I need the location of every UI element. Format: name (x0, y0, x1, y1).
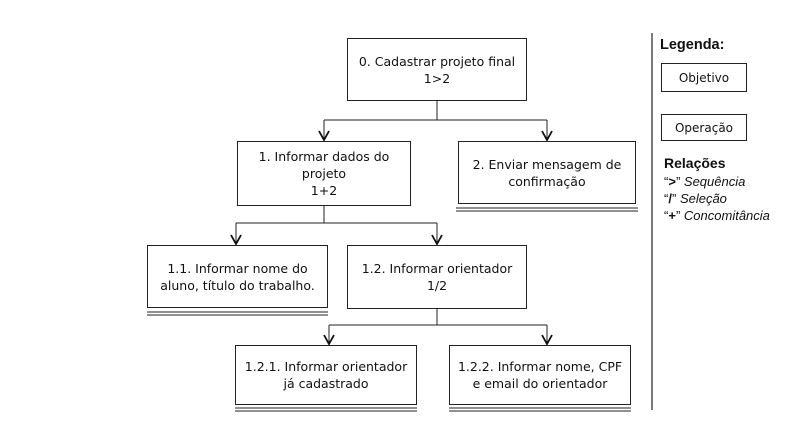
sequence-symbol: > (668, 174, 676, 189)
selection-label: Seleção (679, 191, 727, 206)
node-1-2-2-informar-dados-orientador: 1.2.2. Informar nome, CPF e email do ori… (449, 345, 631, 405)
node-1-2-2-line-1: 1.2.2. Informar nome, CPF (457, 359, 623, 374)
node-1-line-1: 1. Informar dados do (258, 149, 390, 164)
node-0-line-1: 0. Cadastrar projeto final (358, 53, 516, 69)
node-1-2-1-line-2: já cadastrado (283, 376, 369, 391)
node-1-1-informar-nome-aluno: 1.1. Informar nome do aluno, título do t… (147, 245, 328, 308)
legend-objective-box: Objetivo (661, 63, 747, 92)
quote-close: ” (671, 191, 677, 206)
legend-title: Legenda: (660, 37, 725, 53)
concurrency-label: Concomitância (683, 208, 770, 223)
quote-open: “ (664, 191, 669, 206)
node-1-2-1-line-1: 1.2.1. Informar orientador (244, 359, 408, 374)
node-1-2-line-1: 1.2. Informar orientador (361, 261, 513, 276)
node-2-line-2: confirmação (508, 173, 586, 189)
node-1-2-line-2: 1/2 (426, 278, 448, 293)
quote-open: “ (664, 208, 669, 223)
relation-sequence: “>” Sequência (664, 174, 745, 189)
quote-close: ” (675, 174, 681, 189)
node-1-1-line-2: aluno, título do trabalho. (160, 277, 315, 293)
relations-title: Relações (664, 155, 726, 171)
legend-operation-box: Operação (661, 114, 747, 141)
node-1-line-3: 1+2 (310, 183, 338, 198)
node-1-2-1-orientador-cadastrado: 1.2.1. Informar orientador já cadastrado (235, 345, 417, 405)
operation-underlines (147, 207, 638, 412)
node-1-2-informar-orientador: 1.2. Informar orientador 1/2 (347, 245, 527, 309)
node-1-line-2: projeto (301, 166, 347, 181)
node-1-informar-dados: 1. Informar dados do projeto 1+2 (237, 141, 411, 206)
node-0-cadastrar-projeto-final: 0. Cadastrar projeto final 1>2 (347, 38, 527, 101)
quote-close: ” (675, 208, 681, 223)
legend-objective-label: Objetivo (678, 70, 730, 85)
sequence-label: Sequência (683, 174, 746, 189)
relation-selection: “/” Seleção (664, 191, 727, 206)
relation-concurrency: “+” Concomitância (664, 208, 770, 223)
quote-open: “ (664, 174, 669, 189)
concurrency-symbol: + (668, 208, 676, 223)
node-2-line-1: 2. Enviar mensagem de (472, 156, 622, 172)
node-2-enviar-mensagem: 2. Enviar mensagem de confirmação (458, 141, 636, 204)
legend-operation-label: Operação (674, 120, 734, 135)
node-0-line-2: 1>2 (423, 70, 451, 86)
selection-symbol: / (668, 191, 672, 206)
node-1-2-2-line-2: e email do orientador (472, 376, 608, 391)
node-1-1-line-1: 1.1. Informar nome do (167, 260, 308, 276)
